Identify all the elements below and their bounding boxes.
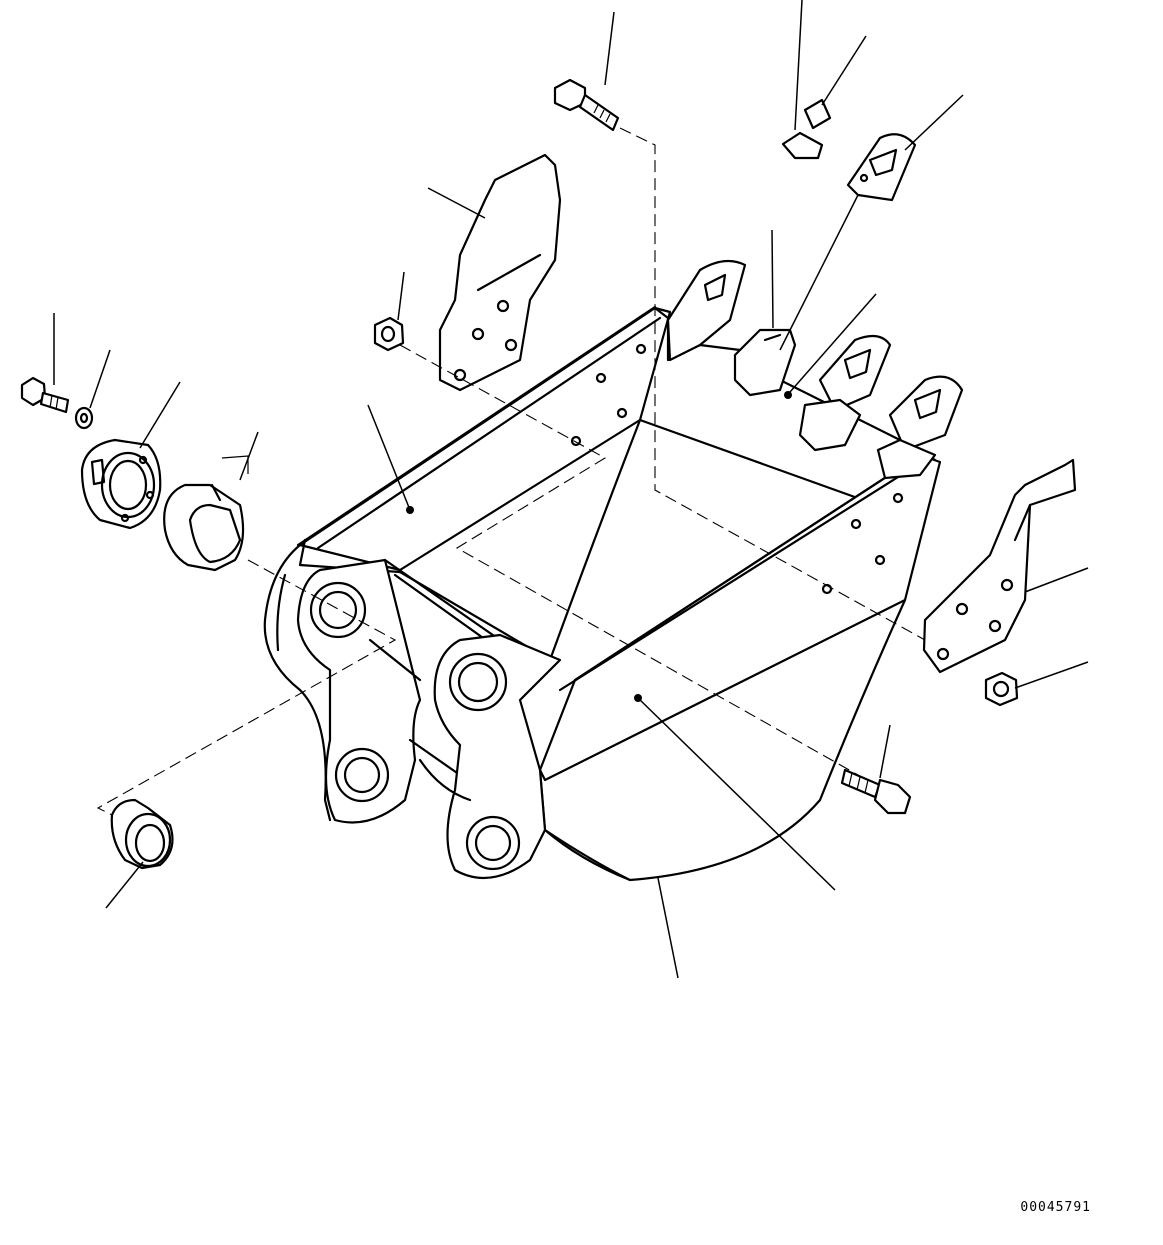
bushing[interactable] bbox=[110, 798, 174, 870]
bolt-right[interactable] bbox=[840, 768, 912, 815]
alignment-lines bbox=[96, 127, 926, 816]
side-cutter-right[interactable] bbox=[922, 458, 1077, 674]
side-cutter-left[interactable] bbox=[438, 153, 562, 392]
pin[interactable] bbox=[803, 98, 832, 130]
tooth-point[interactable] bbox=[846, 133, 917, 202]
washer[interactable] bbox=[74, 406, 94, 430]
drawing-number-label: 00045791 bbox=[1020, 1200, 1091, 1215]
bucket-body[interactable] bbox=[263, 305, 942, 882]
tooth-row[interactable] bbox=[666, 259, 964, 480]
boss[interactable] bbox=[80, 438, 162, 530]
shim[interactable] bbox=[163, 483, 245, 572]
lock[interactable] bbox=[781, 131, 824, 160]
bolt-top[interactable] bbox=[553, 78, 620, 132]
leader-lines bbox=[53, 0, 1089, 979]
nut-left[interactable] bbox=[373, 316, 405, 352]
bolt-left[interactable] bbox=[20, 376, 70, 414]
nut-right[interactable] bbox=[984, 671, 1019, 707]
